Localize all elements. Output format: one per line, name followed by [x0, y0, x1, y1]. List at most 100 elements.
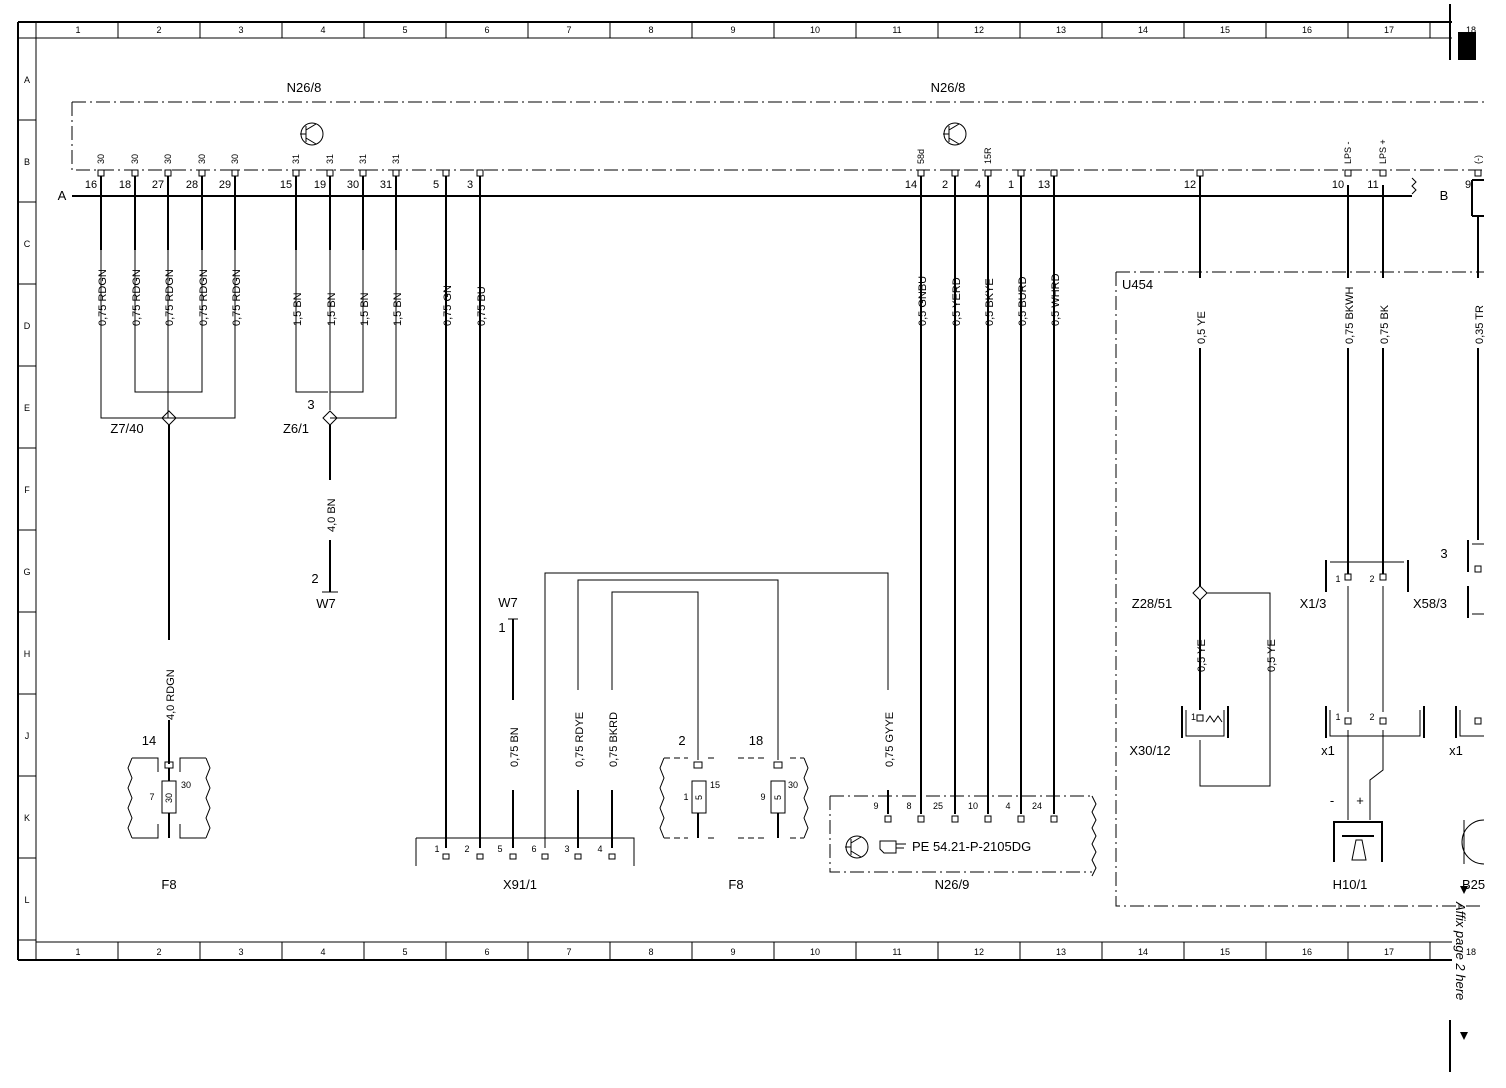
pin-box: [476, 169, 484, 177]
pin-terminal: 30: [163, 154, 173, 164]
col-label: 11: [892, 947, 901, 957]
f8-label-mid: F8: [728, 877, 743, 892]
connector-pin: 1: [434, 844, 439, 854]
x1-3-label: X1/3: [1300, 596, 1327, 611]
fuse-pin: 30: [181, 780, 191, 790]
row-label: B: [24, 157, 30, 167]
pin-box: [164, 169, 172, 177]
wire-label: 0,5 YE: [1196, 639, 1208, 672]
col-label: 17: [1384, 947, 1394, 957]
pin-number: 29: [219, 179, 231, 191]
module-pin: 10: [968, 801, 978, 811]
x1-3-connector: 1 2 X1/3: [1300, 560, 1409, 611]
polarity-minus: -: [1330, 793, 1334, 808]
pin-box: [1017, 169, 1025, 177]
transistor-icon: [943, 122, 967, 146]
pin-box: [326, 169, 334, 177]
pin-box: [1379, 169, 1387, 177]
col-label: 3: [238, 25, 243, 35]
wire-label: 0,75 BU: [476, 286, 488, 326]
row-label: G: [23, 567, 30, 577]
z6-1-label: Z6/1: [283, 421, 309, 436]
col-label: 6: [484, 947, 489, 957]
n26-8-label-right: N26/8: [931, 80, 966, 95]
col-label: 10: [810, 947, 820, 957]
pin-number: 18: [119, 179, 131, 191]
pin-terminal: 31: [391, 154, 401, 164]
wire-label: 0,75 BK: [1379, 304, 1391, 344]
col-label: 12: [974, 25, 984, 35]
pin-terminal: (-): [1473, 155, 1483, 164]
module-pin: 8: [906, 801, 911, 811]
wire-label: 0,75 RDYE: [574, 712, 586, 767]
row-label: D: [24, 321, 31, 331]
x58-3-label: X58/3: [1413, 596, 1447, 611]
col-label: 2: [156, 25, 161, 35]
pin-number: 14: [905, 179, 917, 191]
col-label: 7: [566, 947, 571, 957]
fuse-pin: 1: [683, 792, 688, 802]
pin-number: 12: [1184, 179, 1196, 191]
col-label: 9: [730, 25, 735, 35]
pin-box: [1344, 169, 1352, 177]
f8-pin: 18: [749, 733, 763, 748]
wire-label-backdrop: [1472, 278, 1484, 348]
wire-label: 1,5 BN: [326, 292, 338, 326]
x1-connector: 1 2 x1: [1321, 706, 1425, 758]
col-label: 1: [75, 25, 80, 35]
col-label: 5: [402, 947, 407, 957]
x58-3-pin: 3: [1440, 546, 1447, 561]
pin-number: 1: [1008, 179, 1014, 191]
pin-number: 5: [433, 179, 439, 191]
w7-label-b: W7: [498, 595, 518, 610]
affix-note: Affix page 2 here: [1453, 886, 1468, 1040]
row-label: F: [24, 485, 30, 495]
wire-label: 0,5 YERD: [951, 277, 963, 326]
u454-label: U454: [1122, 277, 1153, 292]
wire-label: 0,75 RDGN: [198, 269, 210, 326]
z6-1-junction: Z6/1 3 2 W7: [283, 250, 397, 611]
transistor-icon: [300, 122, 324, 146]
connector-pin: 2: [1369, 574, 1374, 584]
pin-number: 10: [1332, 179, 1344, 191]
pin-number: 15: [280, 179, 292, 191]
col-label: 15: [1220, 947, 1230, 957]
pin-box: [442, 169, 450, 177]
z7-40-junction: Z7/40: [100, 250, 236, 640]
wire-label: 0,75 RDGN: [97, 269, 109, 326]
z28-51-label: Z28/51: [1132, 596, 1172, 611]
col-label: 13: [1056, 947, 1066, 957]
pin-box: [97, 169, 105, 177]
row-label: H: [24, 649, 31, 659]
pin-box: [198, 169, 206, 177]
wire-label: 0,75 RDGN: [164, 269, 176, 326]
x91-1-label: X91/1: [503, 877, 537, 892]
bus-label-a: A: [58, 188, 67, 203]
col-label: 4: [320, 25, 325, 35]
pin-terminal: 30: [96, 154, 106, 164]
wire-label: 0,5 GNBU: [917, 276, 929, 326]
h10-1-label: H10/1: [1333, 877, 1368, 892]
pin-box: [951, 169, 959, 177]
col-label: 2: [156, 947, 161, 957]
w7-pin-b: 1: [498, 620, 505, 635]
pin-box: [292, 169, 300, 177]
module-pin: 24: [1032, 801, 1042, 811]
pin-box: [131, 169, 139, 177]
wire-label: 0,5 BURD: [1017, 276, 1029, 326]
pin-terminal: 30: [130, 154, 140, 164]
z7-40-label: Z7/40: [110, 421, 143, 436]
wire-label: 0,75 BKWH: [1344, 286, 1356, 344]
col-label: 1: [75, 947, 80, 957]
row-label: L: [24, 895, 29, 905]
col-label: 8: [648, 25, 653, 35]
col-label: 8: [648, 947, 653, 957]
n26-9-module: 9 8 25 10 4 24 PE 54.21-P-2105DG N26/9: [829, 795, 1097, 892]
wire-label: 0,5 WHRD: [1050, 273, 1062, 326]
fuse-rating: 30: [164, 793, 174, 803]
b25-label: B25: [1462, 877, 1485, 892]
pin-number: 13: [1038, 179, 1050, 191]
pin-number: 3: [467, 179, 473, 191]
pin-terminal: 31: [325, 154, 335, 164]
wire-label: 0,5 BKYE: [984, 278, 996, 326]
